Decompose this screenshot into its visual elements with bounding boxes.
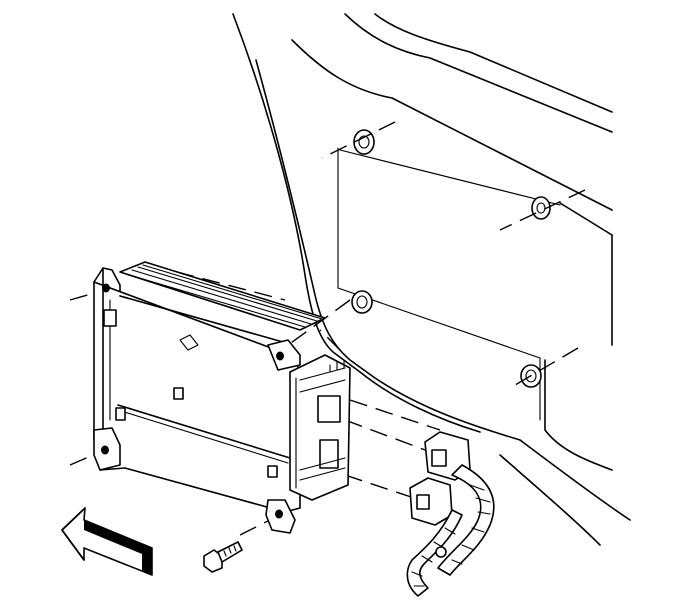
panel-grommet-middle	[351, 290, 373, 314]
control-module	[119, 261, 351, 501]
vehicle-panel	[232, 13, 631, 546]
wiring-harness	[406, 431, 495, 597]
bolt	[203, 541, 243, 573]
panel-grommet-right	[531, 196, 551, 220]
panel-grommet-top	[353, 129, 375, 155]
front-arrow	[61, 507, 153, 576]
